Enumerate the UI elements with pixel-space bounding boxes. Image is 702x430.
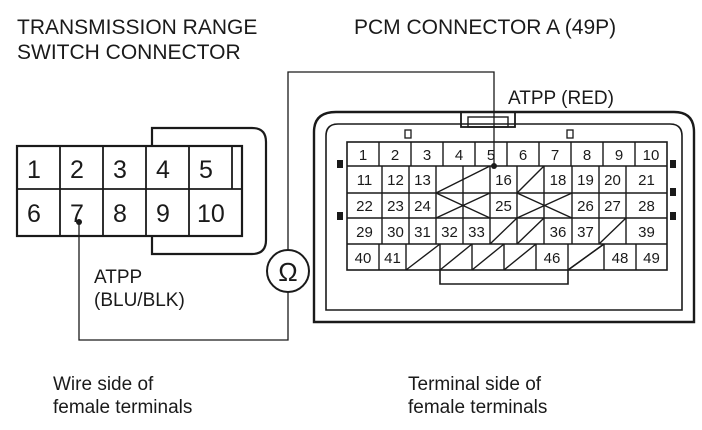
terminal-5: 5 bbox=[199, 156, 213, 184]
right-title: PCM CONNECTOR A (49P) bbox=[354, 16, 616, 39]
pcm-terminal-32: 32 bbox=[441, 224, 458, 241]
pcm-terminal-8: 8 bbox=[583, 147, 591, 164]
pcm-terminal-41: 41 bbox=[384, 250, 401, 267]
pcm-terminal-12: 12 bbox=[387, 172, 404, 189]
left-terminal-row-1: 1 2 3 4 5 bbox=[27, 156, 213, 184]
pcm-terminal-36: 36 bbox=[550, 224, 567, 241]
pcm-terminal-22: 22 bbox=[356, 198, 373, 215]
pcm-terminal-20: 20 bbox=[604, 172, 621, 189]
pcm-bottom-key bbox=[439, 270, 569, 285]
connector-body bbox=[15, 144, 244, 238]
pcm-terminal-9: 9 bbox=[615, 147, 623, 164]
pcm-terminal-46: 46 bbox=[544, 250, 561, 267]
left-footer-line2: female terminals bbox=[53, 397, 192, 418]
terminal-4: 4 bbox=[156, 156, 170, 184]
pcm-terminal-33: 33 bbox=[468, 224, 485, 241]
pcm-terminal-19: 19 bbox=[577, 172, 594, 189]
key-right bbox=[566, 129, 574, 139]
left-title-line1: TRANSMISSION RANGE bbox=[17, 16, 257, 39]
pcm-terminal-30: 30 bbox=[387, 224, 404, 241]
pcm-terminal-31: 31 bbox=[414, 224, 431, 241]
pcm-inner-shell bbox=[325, 123, 683, 311]
left-title-line2: SWITCH CONNECTOR bbox=[17, 41, 241, 64]
pcm-terminal-39: 39 bbox=[638, 224, 655, 241]
pcm-terminal-10: 10 bbox=[643, 147, 660, 164]
terminal-1: 1 bbox=[27, 156, 41, 184]
pcm-terminal-24: 24 bbox=[414, 198, 431, 215]
pcm-outer-shell bbox=[312, 110, 696, 324]
pcm-terminal-6: 6 bbox=[519, 147, 527, 164]
probe-point-terminal-7 bbox=[76, 219, 82, 225]
connector-housing-latch bbox=[150, 126, 268, 256]
pcm-terminal-29: 29 bbox=[356, 224, 373, 241]
terminal-10: 10 bbox=[197, 200, 225, 228]
terminal-9: 9 bbox=[156, 200, 170, 228]
key-left bbox=[404, 129, 412, 139]
pcm-terminal-37: 37 bbox=[577, 224, 594, 241]
pcm-terminal-28: 28 bbox=[638, 198, 655, 215]
pcm-terminal-23: 23 bbox=[387, 198, 404, 215]
terminal-8: 8 bbox=[113, 200, 127, 228]
pcm-terminal-26: 26 bbox=[577, 198, 594, 215]
ohmmeter: Ω bbox=[266, 249, 310, 293]
pcm-terminal-grid bbox=[347, 142, 667, 271]
pcm-terminal-25: 25 bbox=[495, 198, 512, 215]
pcm-terminal-1: 1 bbox=[359, 147, 367, 164]
pcm-latch-inner bbox=[467, 116, 509, 128]
pcm-terminal-27: 27 bbox=[604, 198, 621, 215]
ohm-symbol: Ω bbox=[278, 257, 297, 287]
pcm-terminal-11: 11 bbox=[357, 172, 373, 189]
pcm-terminal-13: 13 bbox=[414, 172, 431, 189]
pcm-terminal-21: 21 bbox=[638, 172, 655, 189]
pcm-terminal-3: 3 bbox=[423, 147, 431, 164]
terminal-grid bbox=[17, 146, 242, 236]
terminal-2: 2 bbox=[70, 156, 84, 184]
pcm-terminal-40: 40 bbox=[355, 250, 372, 267]
right-footer-line2: female terminals bbox=[408, 397, 547, 418]
test-lead-wires bbox=[78, 71, 495, 341]
pcm-terminal-16: 16 bbox=[495, 172, 512, 189]
pcm-terminal-18: 18 bbox=[550, 172, 567, 189]
pcm-terminal-2: 2 bbox=[391, 147, 399, 164]
terminal-6: 6 bbox=[27, 200, 41, 228]
ohmmeter-icon bbox=[266, 249, 310, 293]
pcm-terminal-5: 5 bbox=[487, 147, 495, 164]
right-wire-label: ATPP (RED) bbox=[508, 88, 614, 109]
left-wire-label-line1: ATPP bbox=[94, 267, 142, 288]
lead-wire-atpp-blu-blk bbox=[78, 222, 289, 341]
left-footer-line1: Wire side of bbox=[53, 374, 154, 395]
side-tabs bbox=[337, 160, 676, 220]
pcm-terminal-49: 49 bbox=[643, 250, 660, 267]
pcm-terminal-7: 7 bbox=[551, 147, 559, 164]
pcm-terminal-48: 48 bbox=[612, 250, 629, 267]
left-wire-label-line2: (BLU/BLK) bbox=[94, 290, 185, 311]
right-footer-line1: Terminal side of bbox=[408, 374, 542, 395]
lead-wire-atpp-red bbox=[287, 71, 495, 250]
pcm-terminal-4: 4 bbox=[455, 147, 463, 164]
terminal-3: 3 bbox=[113, 156, 127, 184]
